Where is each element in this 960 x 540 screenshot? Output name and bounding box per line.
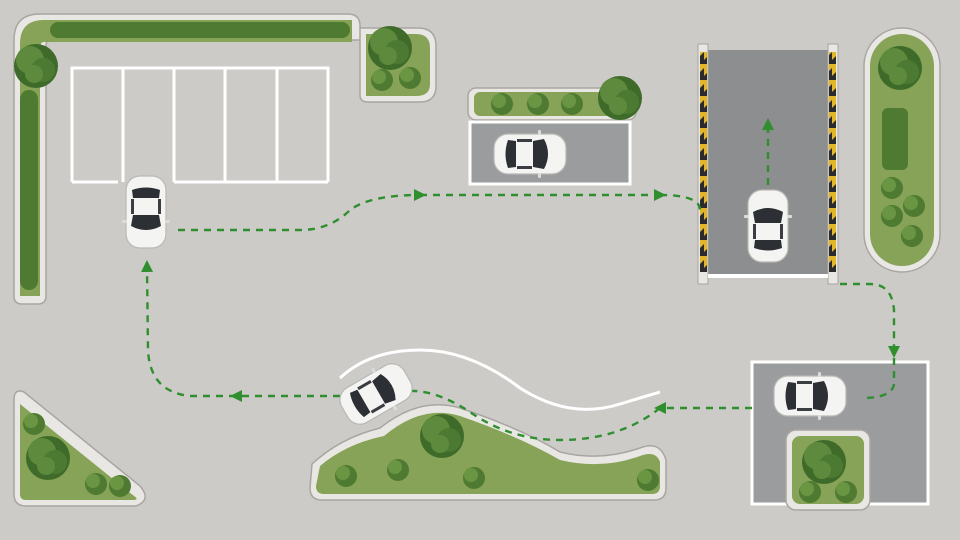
- shrub-icon: [881, 177, 903, 199]
- shrub-icon: [399, 67, 421, 89]
- car-garage: [743, 189, 793, 263]
- shrub-icon: [23, 413, 45, 435]
- island-bottom-left: [13, 390, 146, 507]
- tree-icon: [878, 46, 922, 90]
- tree-icon: [368, 26, 412, 70]
- route-segment: [840, 282, 900, 358]
- shrub-icon: [109, 475, 131, 497]
- tree-icon: [802, 440, 846, 484]
- shrub-icon: [799, 481, 821, 503]
- shrub-icon: [527, 93, 549, 115]
- shrub-icon: [387, 459, 409, 481]
- shrub-icon: [881, 205, 903, 227]
- shrub-icon: [637, 469, 659, 491]
- parking-slots: [70, 66, 330, 184]
- tree-icon: [26, 436, 70, 480]
- shrub-icon: [371, 69, 393, 91]
- tree-icon: [420, 414, 464, 458]
- route-segment: [178, 189, 426, 232]
- hedge-left: [20, 90, 38, 290]
- hazard-strip-right: [829, 52, 836, 272]
- shrub-icon: [491, 93, 513, 115]
- shrub-icon: [335, 465, 357, 487]
- tree-icon: [598, 76, 642, 120]
- route-segment: [141, 260, 236, 398]
- car-parking-lot: [121, 175, 171, 249]
- route-path: [141, 118, 900, 442]
- shrub-icon: [85, 473, 107, 495]
- route-segment: [861, 358, 896, 400]
- shrub-icon: [463, 467, 485, 489]
- route-segment: [659, 193, 702, 211]
- island-right: [863, 27, 941, 273]
- shrub-icon: [901, 225, 923, 247]
- s-curve-section: [309, 348, 667, 501]
- island-top-left: [13, 13, 437, 305]
- hedge-top: [50, 22, 350, 38]
- shrub-icon: [835, 481, 857, 503]
- car-parallel-bay: [493, 129, 567, 179]
- shrub-icon: [561, 93, 583, 115]
- shrub-icon: [903, 195, 925, 217]
- tree-icon: [14, 44, 58, 88]
- hazard-strip-left: [700, 52, 707, 272]
- car-side-bay: [773, 371, 847, 421]
